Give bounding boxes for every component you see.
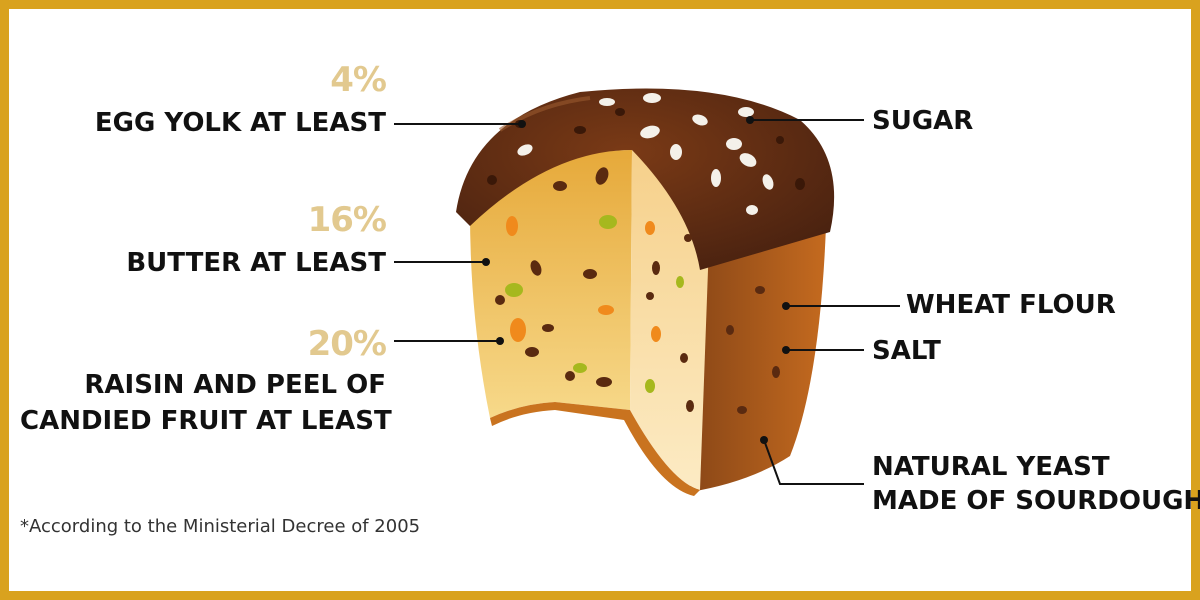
- yeast-label-line1: NATURAL YEAST: [872, 452, 1110, 482]
- side-crust: [690, 226, 826, 492]
- butter-label: BUTTER AT LEAST: [126, 248, 386, 278]
- butter-percent: 16%: [307, 200, 387, 240]
- salt-label: SALT: [872, 336, 941, 366]
- raisin-label-line2: CANDIED FRUIT AT LEAST: [20, 406, 392, 436]
- wheat-flour-label: WHEAT FLOUR: [906, 290, 1116, 320]
- egg-yolk-label: EGG YOLK AT LEAST: [94, 108, 386, 138]
- sugar-label: SUGAR: [872, 106, 974, 136]
- egg-yolk-percent: 4%: [330, 60, 387, 100]
- dome-crust: [456, 88, 835, 270]
- raisin-percent: 20%: [307, 324, 387, 364]
- yeast-label-line2: MADE OF SOURDOUGH: [872, 486, 1200, 516]
- leader-yeast: [763, 439, 864, 485]
- footnote: *According to the Ministerial Decree of …: [20, 516, 421, 537]
- raisin-label-line1: RAISIN AND PEEL OF: [84, 370, 386, 400]
